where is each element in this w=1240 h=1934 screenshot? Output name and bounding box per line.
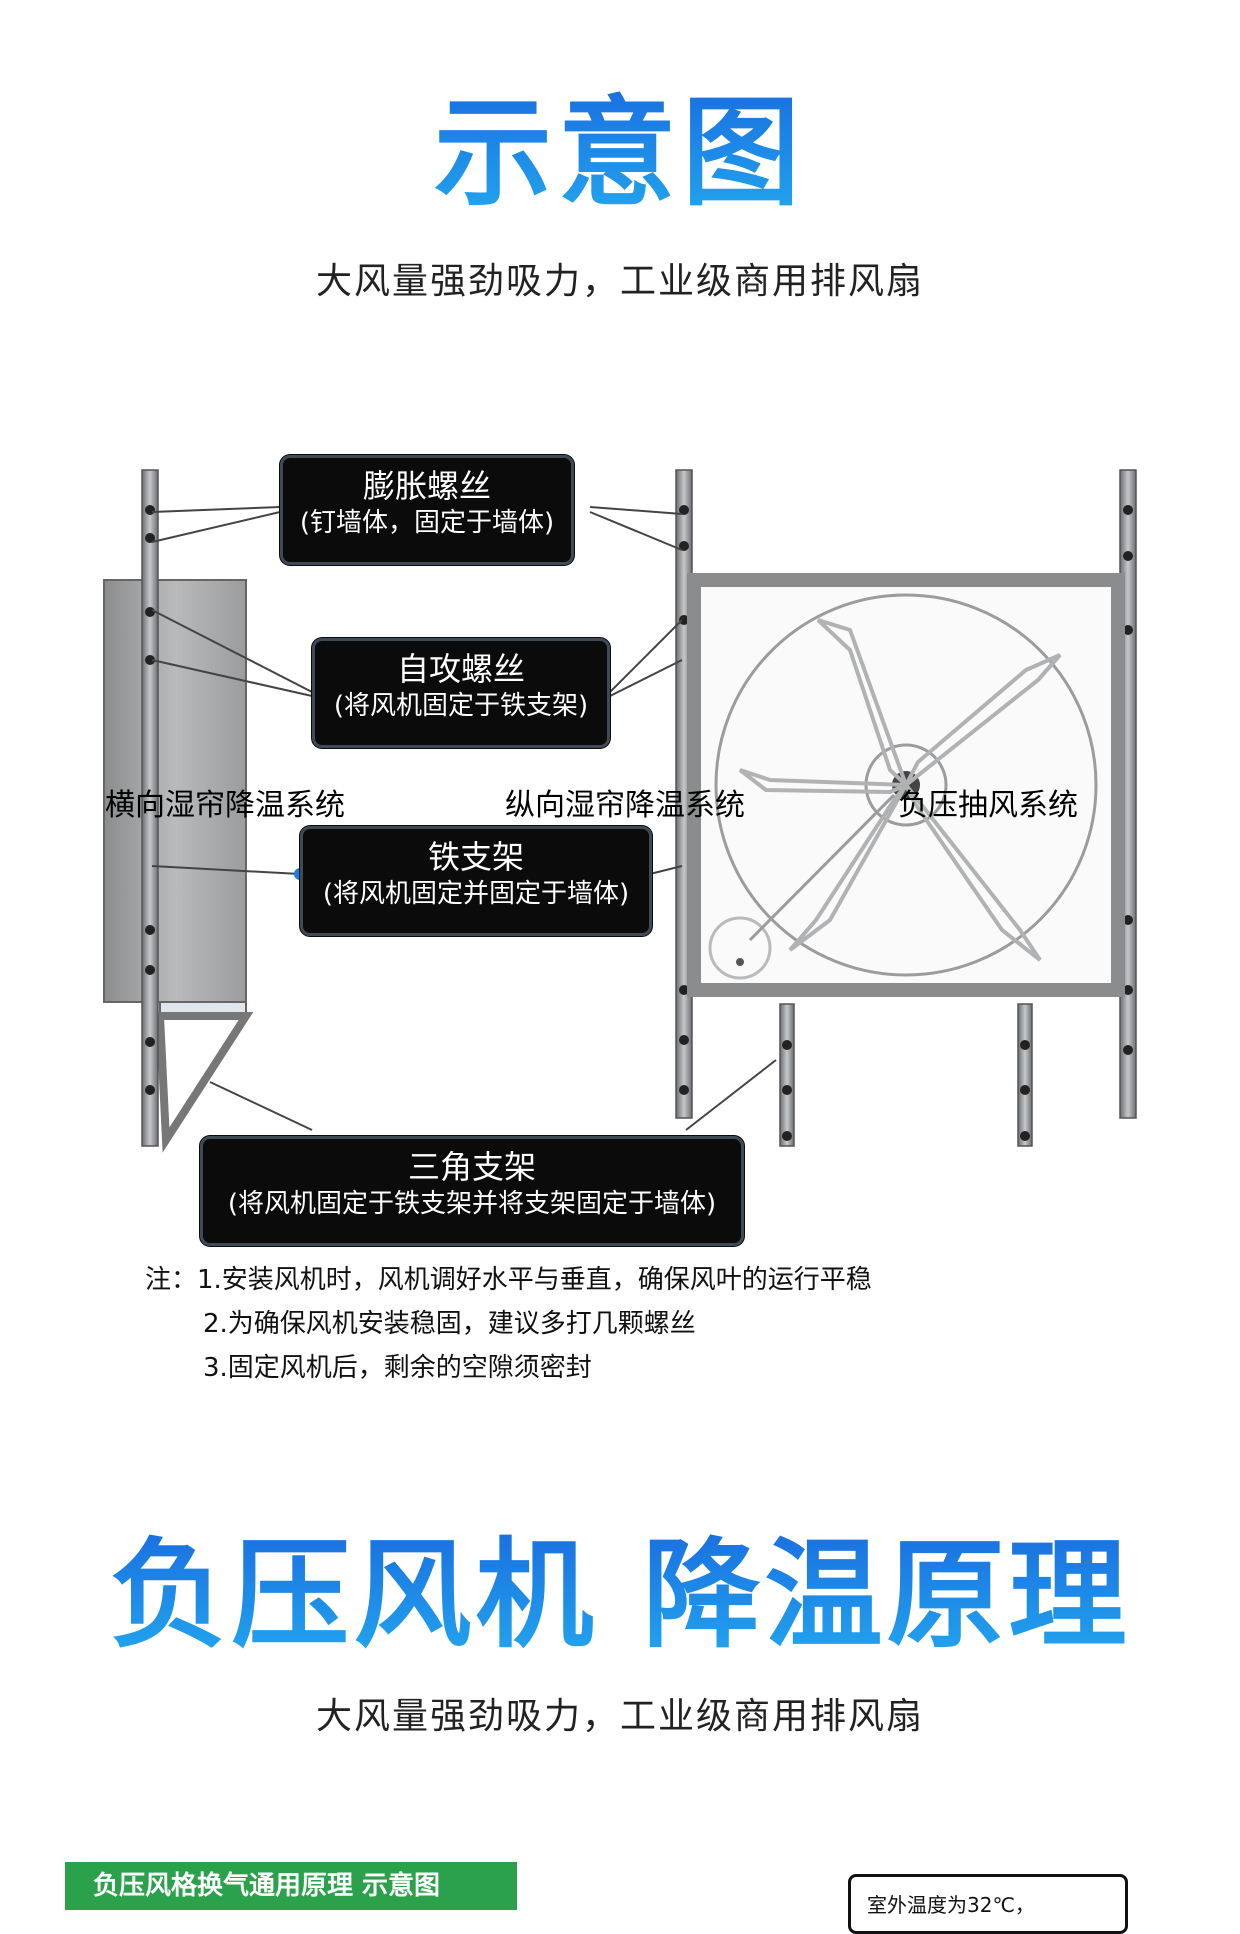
note-line-3: 3.固定风机后，剩余的空隙须密封 xyxy=(203,1353,592,1383)
outdoor-temp-box: 室外温度为32℃， xyxy=(848,1874,1128,1934)
page-subtitle: 大风量强劲吸力，工业级商用排风扇 xyxy=(315,261,924,302)
callout-iron-bracket: 铁支架 (将风机固定并固定于墙体) xyxy=(300,826,652,936)
principle-tag: 负压风格换气通用原理 示意图 xyxy=(65,1862,517,1910)
callout-subtitle: (将风机固定并固定于墙体) xyxy=(322,879,630,909)
leader-lines xyxy=(151,506,777,1131)
fan-legs xyxy=(779,1003,1033,1147)
exhaust-fan xyxy=(687,573,1125,997)
callout-title: 膨胀螺丝 xyxy=(362,467,491,505)
section-title: 负压风机 降温原理 xyxy=(0,1530,1240,1660)
page-title: 示意图 xyxy=(0,88,1240,218)
note-line-1: 注：1.安装风机时，风机调好水平与垂直，确保风叶的运行平稳 xyxy=(145,1265,872,1295)
note-line-2: 2.为确保风机安装稳固，建议多打几颗螺丝 xyxy=(203,1309,696,1339)
callout-self-tapping-screw: 自攻螺丝 (将风机固定于铁支架) xyxy=(312,638,610,748)
callout-expansion-screw: 膨胀螺丝 (钉墙体，固定于墙体) xyxy=(280,455,574,565)
triangle-bracket xyxy=(155,1012,254,1153)
label-vertical-system: 纵向湿帘降温系统 xyxy=(505,788,745,823)
callout-title: 自攻螺丝 xyxy=(396,650,525,688)
horizontal-cooling-pad xyxy=(103,579,247,1003)
label-negative-pressure-system: 负压抽风系统 xyxy=(898,788,1078,823)
callout-subtitle: (钉墙体，固定于墙体) xyxy=(299,508,555,538)
callout-triangle-bracket: 三角支架 (将风机固定于铁支架并将支架固定于墙体) xyxy=(200,1136,744,1246)
callout-title: 铁支架 xyxy=(427,838,524,876)
installation-diagram xyxy=(103,469,1137,1153)
callout-title: 三角支架 xyxy=(407,1148,536,1186)
left-rail xyxy=(141,469,159,1147)
section-subtitle: 大风量强劲吸力，工业级商用排风扇 xyxy=(315,1696,924,1737)
callout-subtitle: (将风机固定于铁支架并将支架固定于墙体) xyxy=(227,1189,717,1219)
label-horizontal-system: 横向湿帘降温系统 xyxy=(105,788,345,823)
callout-subtitle: (将风机固定于铁支架) xyxy=(333,691,589,721)
installation-notes: 注：1.安装风机时，风机调好水平与垂直，确保风叶的运行平稳 2.为确保风机安装稳… xyxy=(145,1258,872,1390)
